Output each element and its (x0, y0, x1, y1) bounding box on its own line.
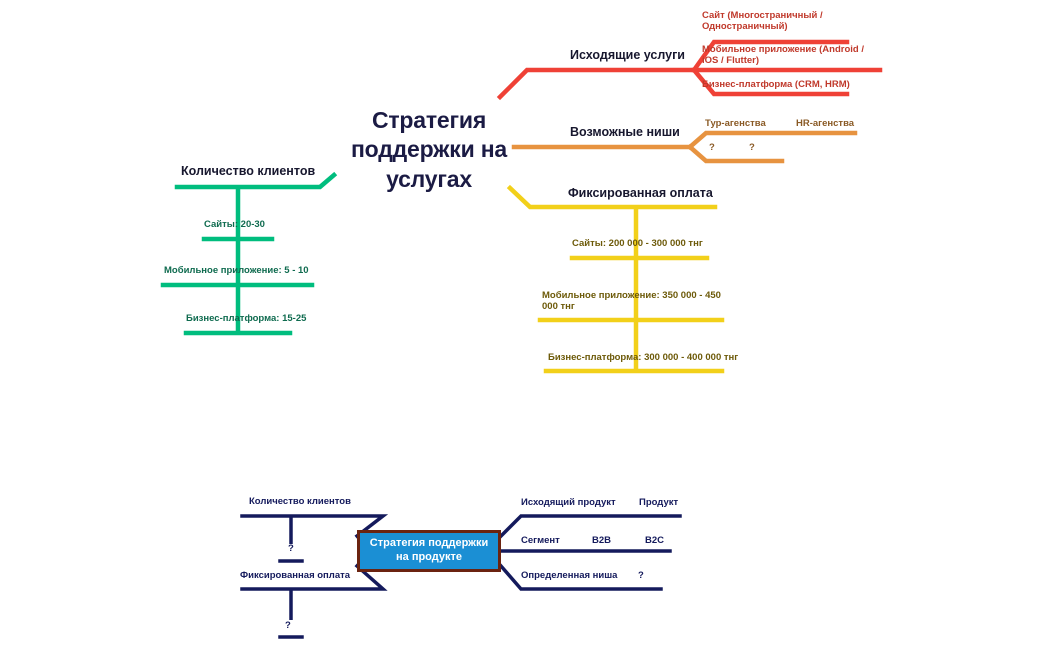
node-niche-unknown-2: ? (749, 142, 755, 153)
branch-label-client-count: Количество клиентов (181, 164, 316, 178)
node-client-count-sites: Сайты: 20-30 (204, 219, 265, 230)
node-price-sites: Сайты: 200 000 - 300 000 тнг (572, 238, 703, 249)
node-niche-unknown-1: ? (709, 142, 715, 153)
node-site: Сайт (Многостраничный / Одностраничный) (702, 10, 826, 33)
node-business-platform: Бизнес-платформа (CRM, HRM) (702, 79, 850, 90)
branch-lines-fixed-payment (506, 184, 725, 374)
product-node-defined-niche-value: ? (638, 570, 644, 581)
node-hr-agencies: HR-агенства (796, 118, 855, 129)
node-price-platform: Бизнес-платформа: 300 000 - 400 000 тнг (548, 352, 739, 363)
product-center-node[interactable]: Стратегия поддержки на продукте (357, 530, 501, 572)
product-branch-label-defined-niche: Определенная ниша (521, 570, 618, 581)
branch-label-fixed-payment: Фиксированная оплата (568, 186, 713, 200)
branch-lines-client-count (160, 171, 338, 336)
product-node-b2b: B2B (592, 535, 612, 546)
product-branch-label-client-count: Количество клиентов (249, 496, 351, 507)
node-price-mobile: Мобильное приложение: 350 000 - 450 000 … (542, 290, 724, 313)
branch-label-outgoing-services: Исходящие услуги (570, 48, 685, 62)
branch-lines-possible-niches (511, 130, 858, 164)
product-branch-label-fixed-payment: Фиксированная оплата (240, 570, 351, 581)
page-title: Стратегия поддержки на услугах (350, 107, 507, 192)
node-client-count-mobile: Мобильное приложение: 5 - 10 (164, 265, 309, 276)
branch-label-possible-niches: Возможные ниши (570, 125, 680, 139)
node-mobile-app: Мобильное приложение (Android / iOS / Fl… (702, 44, 867, 67)
product-branch-label-outgoing-product: Исходящий продукт (521, 497, 616, 508)
product-branch-label-segment: Сегмент (521, 535, 560, 546)
product-node-client-count-value: ? (288, 543, 294, 554)
node-client-count-platform: Бизнес-платформа: 15-25 (186, 313, 307, 324)
product-node-fixed-payment-value: ? (285, 620, 291, 631)
product-center-label: Стратегия поддержки на продукте (369, 537, 489, 563)
product-node-product: Продукт (639, 497, 679, 508)
node-tour-agencies: Тур-агенства (705, 118, 766, 129)
product-node-b2c: B2C (645, 535, 665, 546)
